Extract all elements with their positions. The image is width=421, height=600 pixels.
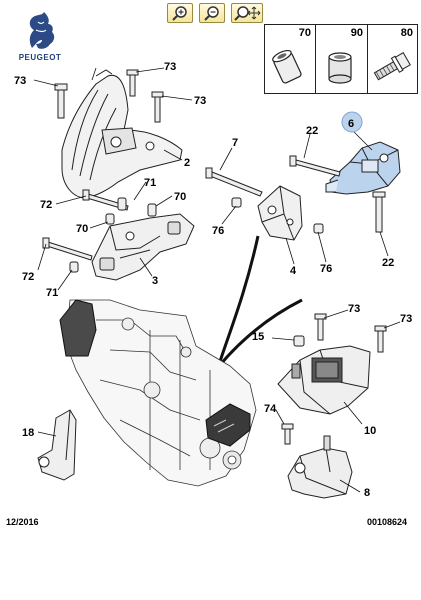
legend-ref: 80 [400,27,413,39]
callout-10: 10 [364,425,376,437]
brand-name: PEUGEOT [18,53,62,62]
callout-4: 4 [290,265,297,277]
gearbox-side-mount [59,299,97,357]
callout-71: 71 [144,177,156,189]
callout-73: 73 [194,95,206,107]
mount-bracket-4 [257,185,303,241]
gearbox-mount-part-10 [277,345,371,415]
callout-18: 18 [22,427,34,439]
callout-72: 72 [22,271,34,283]
gearbox-assembly [65,299,257,487]
callout-6-highlight: 6 [341,111,363,133]
footer-date: 12/2016 [6,517,39,527]
callout-74: 74 [264,403,277,415]
legend-item-sleeve: 90 [315,25,368,93]
gearbox-mount-dark [205,403,251,447]
bolt-icon [373,52,411,81]
leader-curve-gearbox [212,235,260,381]
callout-3: 3 [152,275,158,287]
bolts-22 [289,155,386,233]
zoom-out-icon [204,6,219,21]
callout-8: 8 [364,487,370,499]
legend-ref: 70 [298,27,311,39]
leader-curve-mount-10 [208,298,303,379]
zoom-fit-button[interactable] [231,3,263,23]
zoom-fit-icon [234,6,261,21]
callout-72: 72 [40,199,52,211]
callout-22: 22 [382,257,394,269]
legend-item-bolt: 80 [367,25,417,93]
callout-71: 71 [46,287,58,299]
callout-2: 2 [184,157,190,169]
callout-73: 73 [348,303,360,315]
mount-bracket-lower [91,213,195,281]
callout-73: 73 [14,75,26,87]
bolts-72-71-70 [42,189,157,273]
bolt-74 [281,423,294,445]
mount-part-8 [287,435,353,499]
callout-73: 73 [400,313,412,325]
peugeot-lion-logo [29,12,55,49]
callout-leaders [33,67,401,493]
legend-item-bushing: 70 [265,25,316,93]
engine-mount-part-6 [325,141,401,195]
bolts-73-upper [54,69,164,123]
sleeve-icon [328,52,352,84]
callout-70: 70 [174,191,186,203]
callout-22: 22 [306,125,318,137]
callout-73: 73 [164,61,176,73]
callout-7: 7 [232,137,238,149]
zoom-in-button[interactable] [167,3,193,23]
callout-labels: 73 73 73 2 71 70 72 70 72 3 71 7 76 4 76… [14,61,412,499]
callout-6: 6 [348,118,354,130]
engine-mount-upper [61,69,183,199]
callout-70: 70 [76,223,88,235]
bracket-part-18 [37,409,77,481]
legend-box: 70 90 80 [264,24,418,94]
zoom-out-button[interactable] [199,3,225,23]
callout-15: 15 [252,331,264,343]
footer-doc-ref: 00108624 [367,517,408,527]
bolts-7-76 [205,167,324,234]
callout-76: 76 [320,263,332,275]
zoom-in-icon [172,6,187,21]
bolts-15-73 [293,313,387,353]
callout-76: 76 [212,225,224,237]
legend-ref: 90 [350,27,363,39]
bushing-icon [272,49,302,84]
